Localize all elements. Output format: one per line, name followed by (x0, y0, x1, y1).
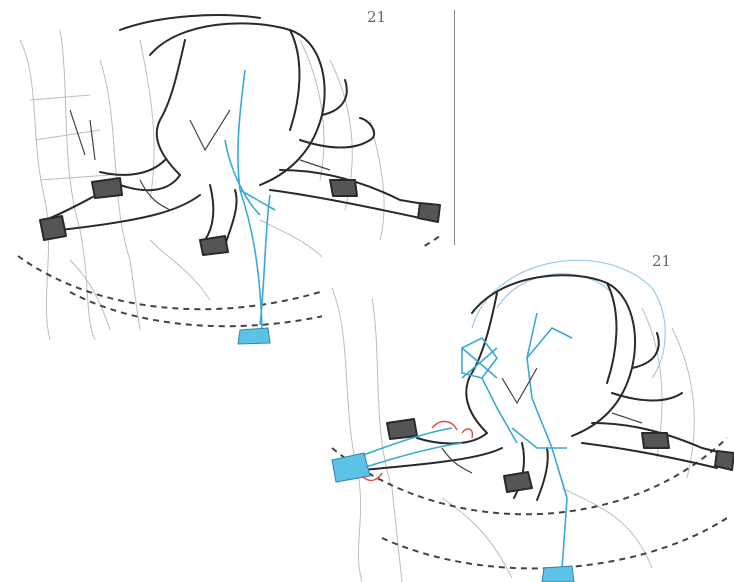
construction-arc-large (472, 260, 665, 378)
horse-body-outline (362, 275, 722, 500)
red-correction-marks (362, 421, 472, 480)
horse-body-outline (50, 15, 430, 245)
horse-rear-sketch-with-overlay (322, 248, 734, 582)
sketch-panel-corrected: 21 (322, 248, 734, 582)
blue-construction-lines (225, 70, 275, 344)
blue-construction-lines (332, 313, 574, 582)
dashed-arc-lower (382, 518, 727, 568)
